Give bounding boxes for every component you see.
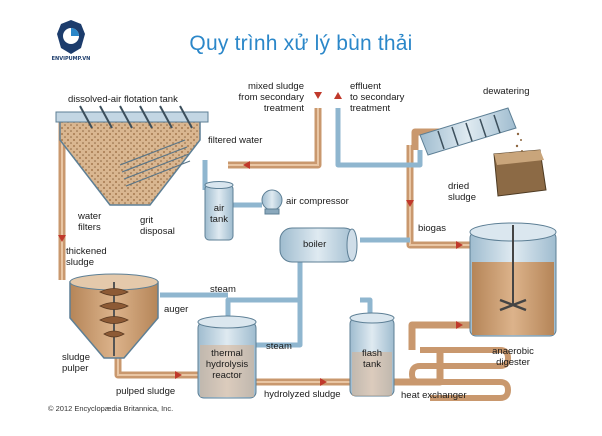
label-sludge-pulper: sludge pulper bbox=[62, 352, 90, 374]
flow-arrows bbox=[58, 92, 463, 386]
anaerobic-digester-tank bbox=[469, 222, 557, 337]
pulped-sludge-pipe bbox=[114, 355, 200, 379]
label-anaerobic-digester: anaerobic digester bbox=[492, 346, 534, 368]
company-logo bbox=[55, 18, 87, 58]
label-heat-exchanger: heat exchanger bbox=[401, 390, 467, 401]
label-water-filters: water filters bbox=[78, 211, 102, 233]
heat-exchanger-coil bbox=[408, 347, 512, 401]
label-pulped-sludge: pulped sludge bbox=[116, 386, 176, 397]
exchanger-feed-pipe bbox=[408, 321, 470, 350]
dewatering-screw bbox=[419, 107, 523, 156]
label-steam-top: steam bbox=[210, 284, 236, 295]
label-air-compressor: air compressor bbox=[286, 196, 349, 207]
label-steam-mid: steam bbox=[266, 341, 292, 352]
steam-pipe-mid bbox=[255, 300, 303, 348]
label-thermal-hydrolysis-reactor: thermal hydrolysis reactor bbox=[205, 348, 249, 381]
label-mixed-sludge: mixed sludge from secondary treatment bbox=[238, 81, 304, 114]
air-compressor bbox=[261, 189, 283, 215]
steam-pipe-top bbox=[225, 262, 303, 320]
label-auger: auger bbox=[164, 304, 189, 315]
effluent-pipe bbox=[335, 108, 423, 168]
label-boiler: boiler bbox=[303, 239, 327, 250]
label-filtered-water: filtered water bbox=[208, 135, 263, 146]
logo-text: ENVIPUMP.VN bbox=[51, 56, 91, 62]
air-tank bbox=[204, 181, 234, 241]
label-flash-tank: flash tank bbox=[361, 348, 383, 370]
label-effluent: effluent to secondary treatment bbox=[350, 81, 405, 114]
label-grit-disposal: grit disposal bbox=[140, 215, 175, 237]
page-title: Quy trình xử lý bùn thải bbox=[189, 32, 413, 55]
sludge-pulper-tank bbox=[69, 273, 159, 359]
flash-steam-pipe bbox=[360, 297, 373, 318]
label-hydrolyzed-sludge: hydrolyzed sludge bbox=[264, 389, 341, 400]
dried-sludge-bin bbox=[493, 149, 547, 197]
label-dewatering: dewatering bbox=[483, 86, 530, 97]
label-air-tank: air tank bbox=[210, 203, 228, 225]
label-thickened-sludge: thickened sludge bbox=[66, 246, 107, 268]
flash-tank-vessel bbox=[349, 312, 395, 397]
daf-tank bbox=[55, 105, 209, 206]
copyright-notice: © 2012 Encyclopædia Britannica, Inc. bbox=[48, 404, 174, 413]
label-dried-sludge: dried sludge bbox=[448, 181, 476, 203]
label-biogas: biogas bbox=[418, 223, 446, 234]
boiler bbox=[279, 227, 358, 263]
label-daf-tank: dissolved-air flotation tank bbox=[68, 94, 178, 105]
thermal-hydrolysis-reactor bbox=[197, 315, 257, 399]
water-pipes bbox=[160, 108, 423, 348]
